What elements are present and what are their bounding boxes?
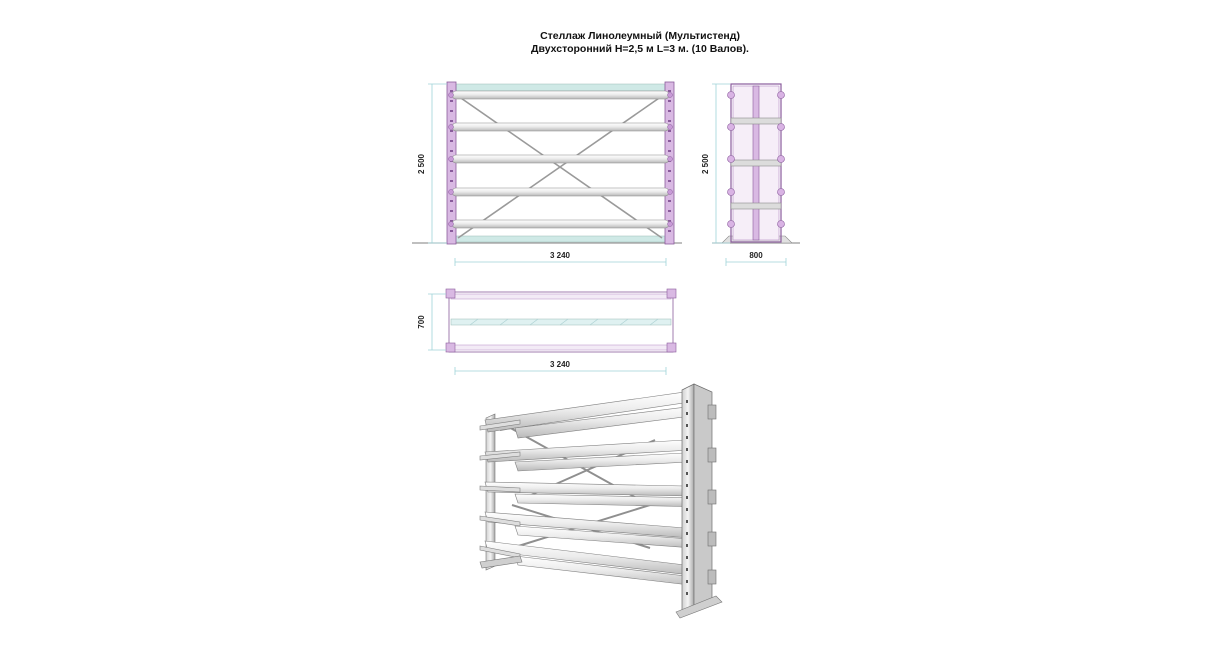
iso-left-foot xyxy=(479,555,523,569)
top-posts xyxy=(445,288,677,353)
roll-4 xyxy=(451,187,670,197)
top-shelf-band xyxy=(455,83,666,92)
front-width-label: 3 240 xyxy=(550,251,571,260)
title-line-1: Стеллаж Линолеумный (Мультистенд) xyxy=(540,30,740,42)
front-rolls xyxy=(451,90,670,229)
top-rail-front xyxy=(450,293,672,300)
roll-3 xyxy=(451,154,670,164)
iso-right-brackets xyxy=(707,404,717,585)
side-height-dimension xyxy=(712,83,730,244)
side-height-label: 2 500 xyxy=(701,153,710,174)
top-outline xyxy=(448,291,674,353)
top-width-label: 3 240 xyxy=(550,360,571,369)
top-depth-label: 700 xyxy=(417,315,426,329)
front-width-dimension xyxy=(454,258,667,266)
roll-2 xyxy=(451,122,670,132)
top-center-beam xyxy=(450,318,672,326)
cross-brace xyxy=(457,95,663,239)
top-width-dimension xyxy=(454,367,667,375)
iso-post-holes xyxy=(686,400,688,595)
side-view: 2 500 800 xyxy=(701,83,800,266)
front-view: 2 500 3 240 xyxy=(412,81,682,266)
iso-right-foot xyxy=(675,595,723,619)
isometric-view xyxy=(479,383,723,619)
title-line-2: Двухсторонний H=2,5 м L=3 м. (10 Валов). xyxy=(531,43,749,55)
front-height-dimension xyxy=(428,83,447,244)
top-depth-dimension xyxy=(428,293,446,351)
top-center-hatching xyxy=(469,318,659,326)
top-view: 700 3 240 xyxy=(417,288,677,375)
bottom-shelf-band xyxy=(455,235,666,243)
side-roll-ends xyxy=(727,91,785,228)
side-width-label: 800 xyxy=(749,251,763,260)
roll-5 xyxy=(451,219,670,229)
roll-1 xyxy=(451,90,670,100)
roll-brackets xyxy=(448,92,673,227)
side-width-dimension xyxy=(725,258,787,266)
front-height-label: 2 500 xyxy=(417,153,426,174)
iso-left-arms xyxy=(479,419,521,559)
side-shelves xyxy=(730,117,782,210)
drawing-title: Стеллаж Линолеумный (Мультистенд) Двухст… xyxy=(0,30,1220,56)
top-rail-back xyxy=(450,344,672,351)
